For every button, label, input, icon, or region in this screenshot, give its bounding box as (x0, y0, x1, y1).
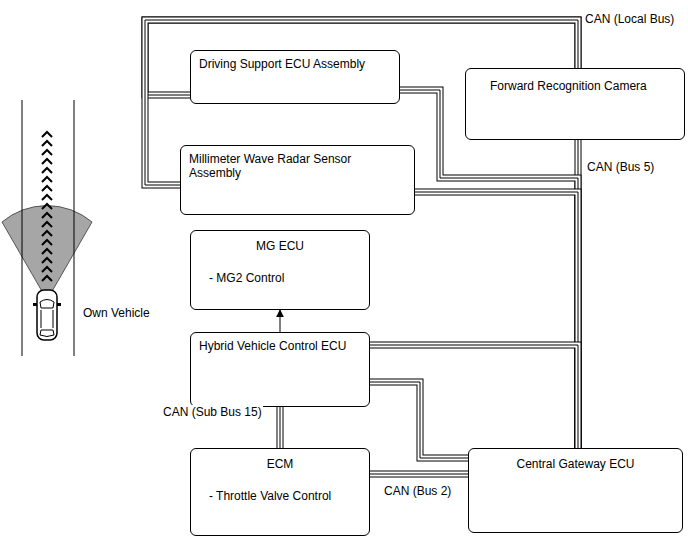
bus-gap (370, 382, 468, 458)
chevron (42, 195, 52, 200)
chevron (42, 141, 52, 146)
bus-gap (370, 472, 468, 477)
bus-core (370, 345, 578, 448)
chevron (42, 168, 52, 173)
own-vehicle-car (33, 290, 61, 340)
node-title: ECM (199, 457, 361, 471)
bus-outer (277, 407, 284, 448)
lane-line (74, 100, 75, 356)
ecu-box: Driving Support ECU Assembly (190, 50, 400, 104)
chevron (42, 150, 52, 155)
chevron (42, 186, 52, 191)
radar-box: Millimeter Wave Radar Sensor Assembly (180, 145, 415, 215)
node-function: - MG2 Control (199, 271, 361, 285)
bus-outer (400, 90, 578, 448)
bus-core (400, 90, 578, 448)
node-title: Millimeter Wave Radar Sensor Assembly (189, 152, 364, 180)
can-bus-line (415, 192, 578, 448)
signal-arrow (280, 310, 281, 332)
chevron (42, 249, 52, 254)
node-title: Driving Support ECU Assembly (199, 57, 391, 71)
bus-label: CAN (Bus 2) (383, 484, 452, 498)
bus-outer (370, 471, 468, 478)
node-title: MG ECU (199, 239, 361, 253)
node-title: Central Gateway ECU (477, 457, 674, 471)
ecu-box: Hybrid Vehicle Control ECU (190, 332, 370, 407)
chevron (42, 222, 52, 227)
ecu-box: ECM - Throttle Valve Control (190, 448, 370, 536)
chevron (42, 258, 52, 263)
radar-field (2, 206, 92, 300)
bus-gap (400, 90, 578, 448)
bus-label: CAN (Bus 5) (586, 160, 655, 174)
chevron (42, 231, 52, 236)
lane-line (22, 100, 23, 356)
can-bus-line (370, 382, 468, 458)
caption-label: Own Vehicle (82, 306, 151, 320)
chevron (42, 204, 52, 209)
path-chevrons (42, 132, 52, 281)
chevron (42, 267, 52, 272)
chevron (42, 159, 52, 164)
can-bus-line (370, 474, 468, 475)
can-bus-line (280, 407, 281, 448)
bus-gap (370, 345, 578, 448)
chevron (42, 276, 52, 281)
bus-outer (370, 345, 578, 448)
camera-box: Forward Recognition Camera (465, 68, 685, 140)
ecu-box: MG ECU - MG2 Control (190, 230, 370, 310)
bus-core (370, 474, 468, 475)
chevron (42, 177, 52, 182)
node-title: Hybrid Vehicle Control ECU (199, 339, 361, 353)
can-bus-line (370, 345, 578, 448)
arrow-line (280, 310, 281, 332)
chevron (42, 132, 52, 137)
bus-core (280, 407, 281, 448)
bus-label: CAN (Local Bus) (584, 12, 675, 26)
chevron (42, 213, 52, 218)
bus-gap (278, 407, 283, 448)
gateway-box: Central Gateway ECU (468, 448, 683, 533)
node-function: - Throttle Valve Control (199, 489, 361, 503)
chevron (42, 240, 52, 245)
bus-core (370, 382, 468, 458)
bus-outer (415, 192, 578, 448)
bus-gap (415, 192, 578, 448)
bus-label: CAN (Sub Bus 15) (162, 405, 263, 419)
node-title: Forward Recognition Camera (490, 79, 676, 93)
bus-core (415, 192, 578, 448)
bus-outer (370, 382, 468, 458)
can-bus-line (400, 90, 578, 448)
